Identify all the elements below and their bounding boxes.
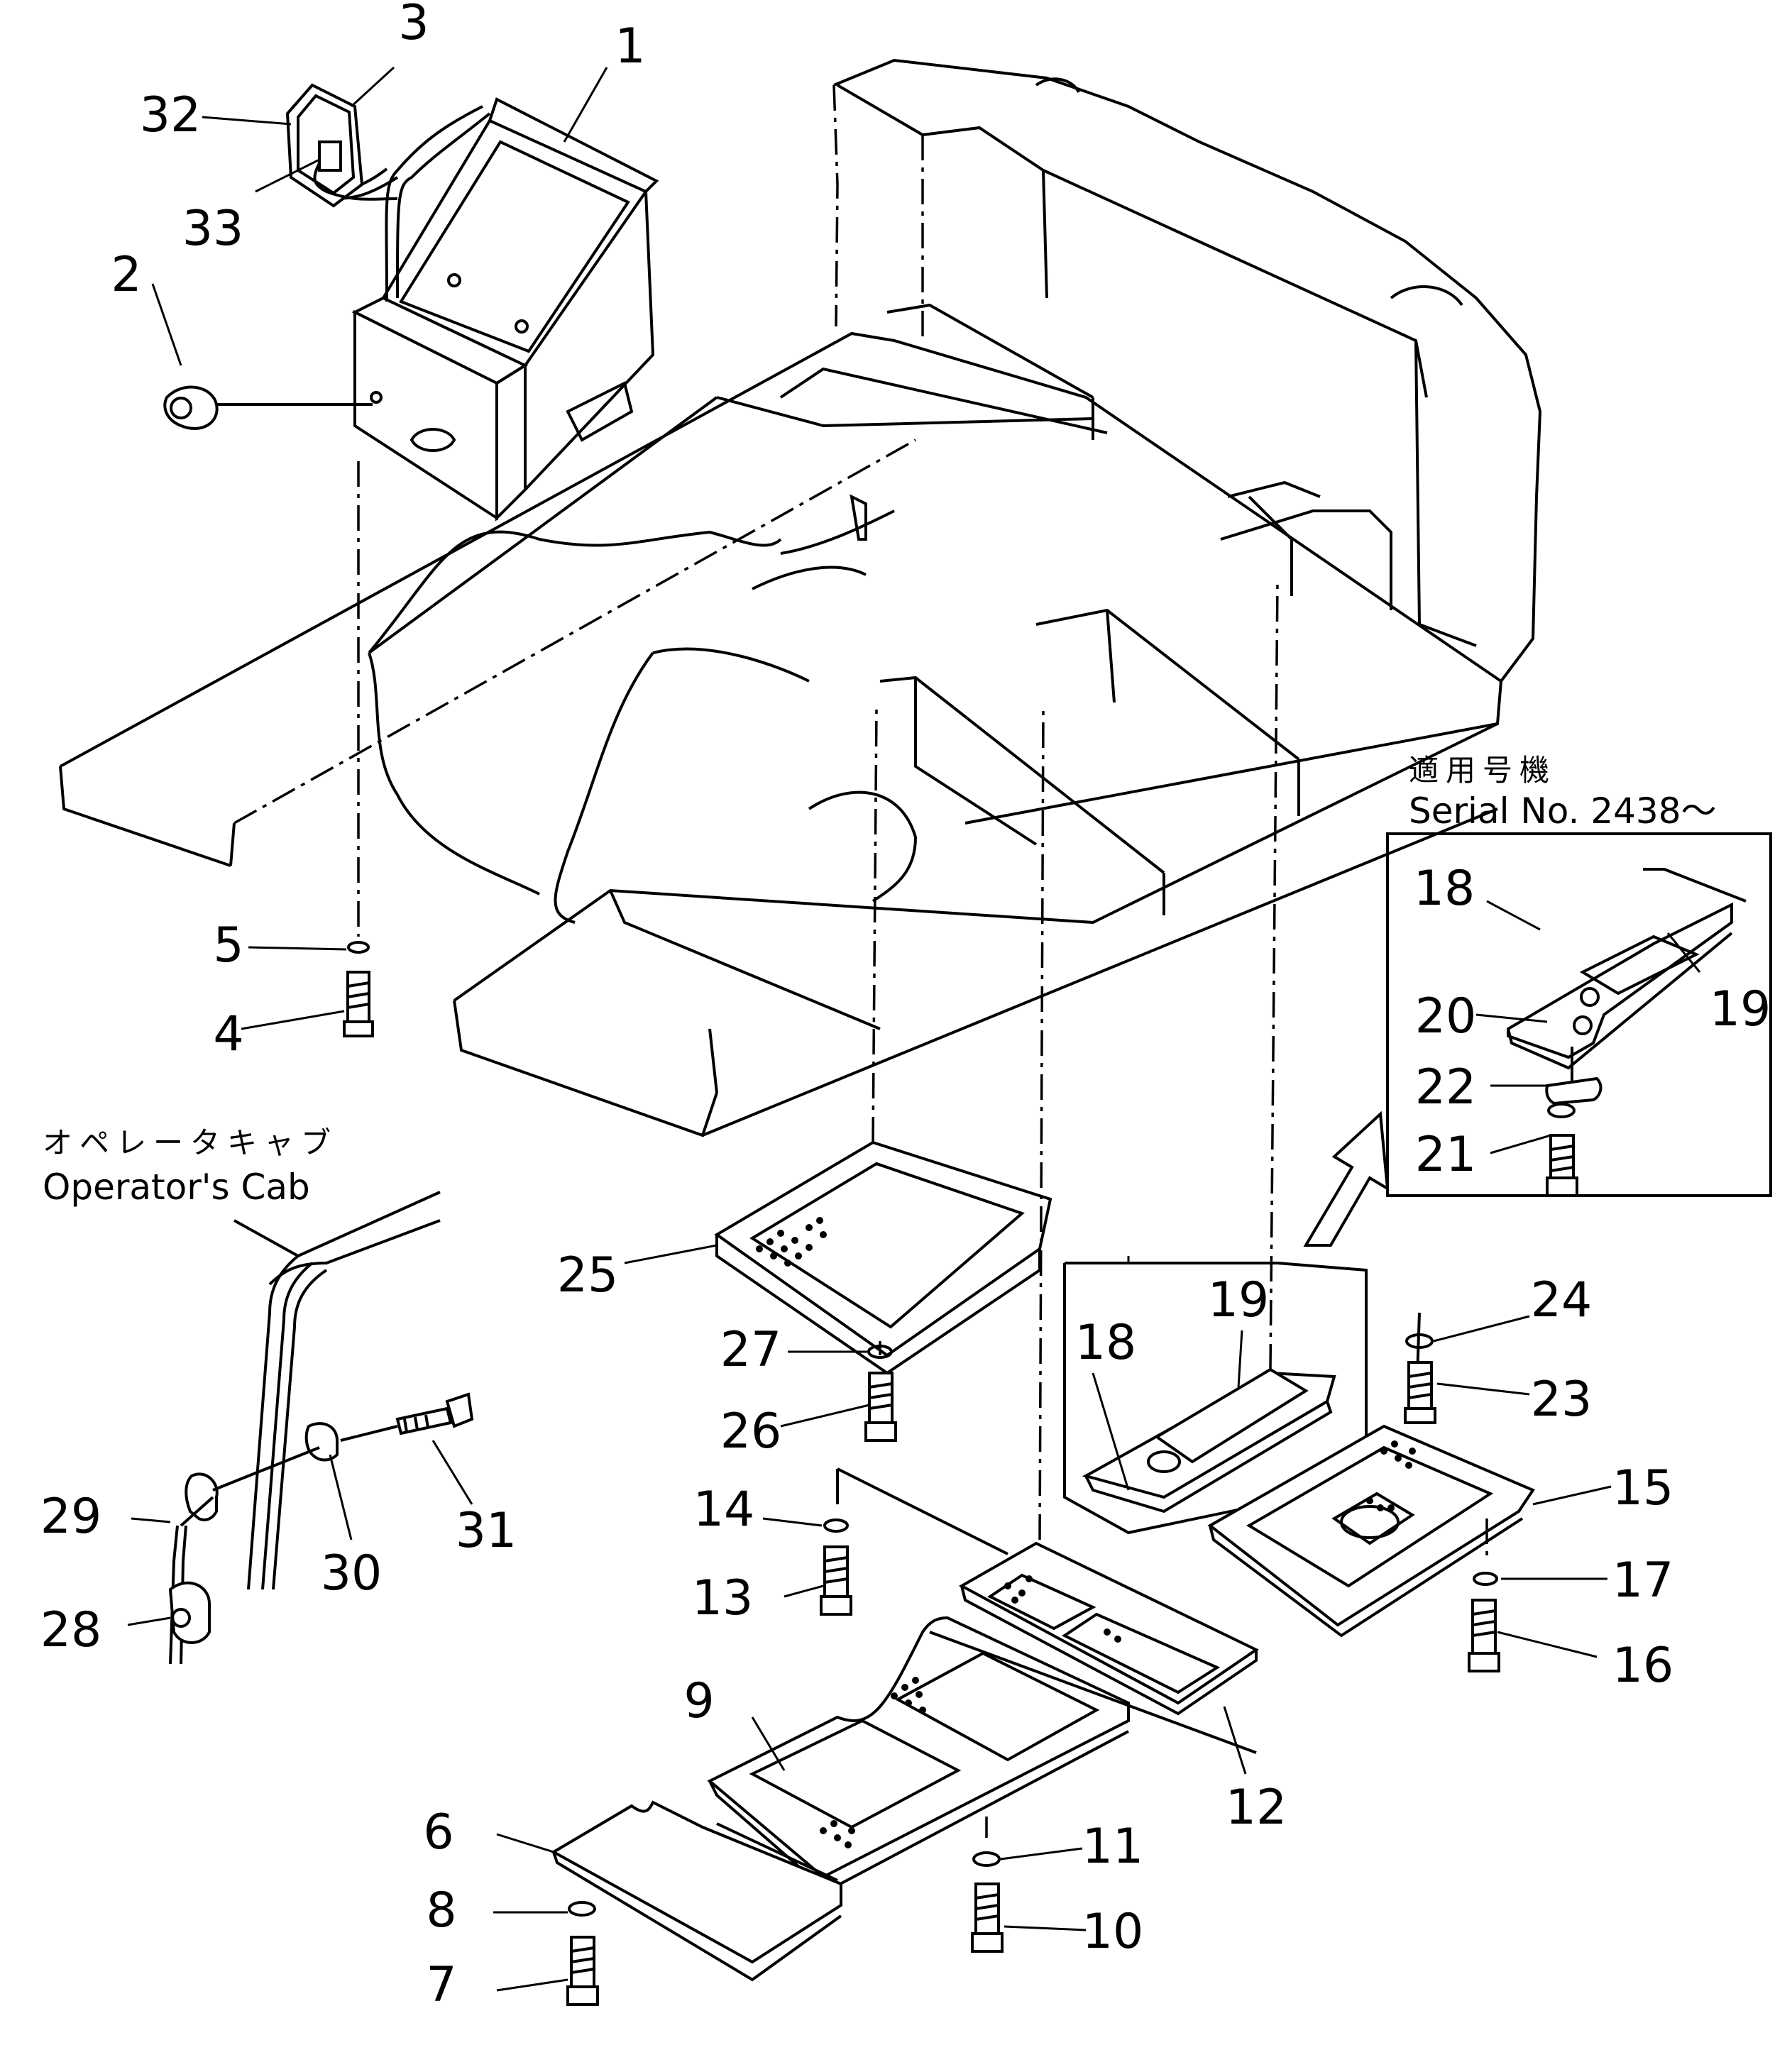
leader-13 (784, 1584, 824, 1598)
leader-26 (780, 1404, 870, 1428)
leader-23 (1436, 1382, 1530, 1396)
leader-28 (127, 1616, 171, 1626)
label-4: 4 (213, 1006, 243, 1062)
label-9: 9 (683, 1673, 714, 1729)
leader-4 (241, 1010, 345, 1030)
label-31: 31 (456, 1503, 517, 1559)
label-5: 5 (213, 917, 243, 974)
label-29: 29 (40, 1489, 102, 1545)
leader-18-lower (1092, 1372, 1130, 1491)
machine-frame (59, 58, 1542, 1137)
leader-6 (496, 1833, 554, 1853)
leader-30 (329, 1454, 353, 1540)
part-9-hole-pattern (820, 1677, 926, 1848)
serial-note: 適用号機 Serial No. 2438～ (1409, 753, 1717, 832)
leader-2 (151, 283, 182, 366)
part-26-27-bolt-washer (864, 1341, 897, 1442)
label-11: 11 (1082, 1819, 1144, 1875)
label-20: 20 (1415, 988, 1477, 1044)
part-16-17-bolt-washer (1468, 1518, 1500, 1672)
label-17: 17 (1612, 1553, 1674, 1609)
part-15-hole-pattern (1366, 1440, 1416, 1511)
label-12: 12 (1226, 1780, 1287, 1836)
part-9-floor-plate (707, 1616, 1257, 1893)
label-22: 22 (1415, 1059, 1477, 1115)
leader-25 (624, 1244, 718, 1264)
label-14: 14 (693, 1482, 755, 1538)
part-labels: 1 2 3 4 5 6 7 8 9 10 11 12 13 14 15 16 1… (40, 0, 1771, 2013)
label-15: 15 (1612, 1460, 1674, 1516)
part-4-5-bolt-washer (343, 461, 374, 1037)
leader-29 (131, 1517, 171, 1523)
leader-9 (751, 1716, 786, 1771)
label-10: 10 (1082, 1904, 1144, 1960)
part-12-floor-plate (837, 709, 1259, 1716)
leader-19-lower (1237, 1330, 1243, 1388)
lower-inset-box (1063, 581, 1368, 1535)
label-3: 3 (398, 0, 429, 51)
label-21: 21 (1415, 1127, 1477, 1183)
part-6-floor-plate (550, 1800, 842, 1982)
part-23-24-bolt-washer (1404, 1312, 1436, 1424)
leader-11 (1000, 1847, 1083, 1861)
label-16: 16 (1612, 1638, 1674, 1694)
leader-15 (1532, 1485, 1612, 1506)
label-25: 25 (557, 1247, 619, 1303)
label-24: 24 (1531, 1272, 1593, 1328)
operator-cab-corner (233, 1191, 441, 1590)
label-2: 2 (111, 247, 141, 303)
serial-inset-box (1303, 832, 1772, 1247)
leader-12 (1223, 1706, 1247, 1775)
leader-33 (255, 158, 320, 193)
leader-lines (127, 66, 1701, 1992)
leader-18-inset (1486, 900, 1541, 931)
leader-5 (248, 946, 347, 951)
label-33: 33 (182, 201, 244, 257)
cab-note: オペレータキャブ Operator's Cab (43, 1125, 338, 1208)
part-10-11-bolt-washer (971, 1817, 1004, 1953)
part-25-hole-pattern (756, 1217, 827, 1267)
label-19-inset: 19 (1710, 981, 1771, 1037)
label-1: 1 (615, 18, 645, 75)
leader-16 (1497, 1631, 1598, 1658)
leader-14 (762, 1517, 823, 1527)
leader-32 (202, 116, 292, 126)
part-12-hole-pattern (1004, 1575, 1121, 1643)
part-15-floor-plate (1207, 1424, 1535, 1638)
part-7-8-bolt-washer (566, 1901, 599, 2006)
part-1-console-box (326, 97, 659, 522)
cab-note-en: Operator's Cab (43, 1167, 310, 1208)
label-27: 27 (720, 1322, 782, 1378)
serial-note-jp: 適用号機 (1409, 753, 1556, 788)
label-32: 32 (140, 87, 202, 143)
leader-3 (350, 66, 395, 108)
label-26: 26 (720, 1404, 782, 1460)
leader-1 (563, 67, 608, 143)
label-8: 8 (426, 1883, 456, 1939)
serial-note-en: Serial No. 2438～ (1409, 790, 1717, 832)
label-28: 28 (40, 1602, 102, 1658)
leader-19-inset (1666, 932, 1701, 973)
label-7: 7 (426, 1957, 456, 2013)
part-13-14-bolt-washer (820, 1469, 852, 1616)
label-13: 13 (692, 1570, 754, 1626)
leader-10 (1004, 1925, 1087, 1931)
label-23: 23 (1531, 1372, 1593, 1428)
part-25-floor-plate (714, 709, 1052, 1375)
label-18-lower: 18 (1075, 1315, 1137, 1371)
part-28-31-handle-hardware (168, 1392, 474, 1665)
label-19-lower: 19 (1208, 1272, 1270, 1328)
leader-20 (1475, 1013, 1548, 1023)
label-6: 6 (423, 1804, 454, 1861)
label-18-inset: 18 (1414, 861, 1475, 917)
cab-note-jp: オペレータキャブ (43, 1125, 338, 1160)
leader-24 (1433, 1315, 1530, 1343)
part-2-lamp (163, 385, 373, 430)
label-30: 30 (321, 1545, 383, 1602)
leader-21 (1490, 1134, 1551, 1154)
leader-7 (496, 1978, 568, 1992)
leader-31 (431, 1440, 473, 1505)
